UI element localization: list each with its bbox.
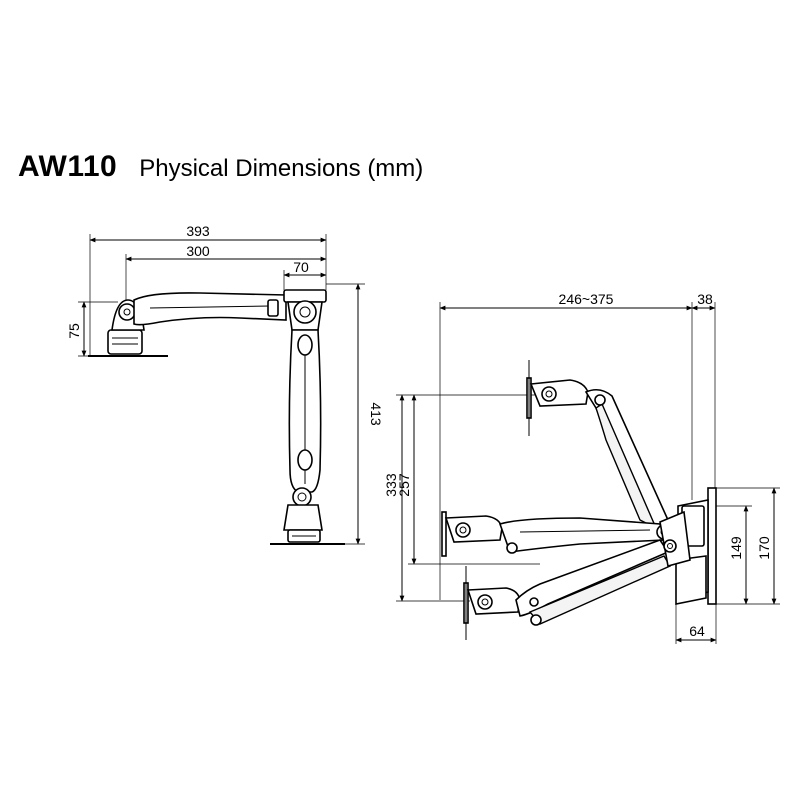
dim-label-64: 64 (689, 623, 705, 639)
dim-label-170: 170 (756, 536, 772, 560)
dim-label-75: 75 (66, 323, 82, 339)
arm-position-upper (526, 360, 670, 530)
page-subtitle: Physical Dimensions (mm) (139, 155, 424, 182)
dim-label-333: 333 (383, 473, 399, 497)
vesa-plate-middle (441, 511, 447, 557)
dim-label-257: 257 (396, 473, 412, 497)
title-row: AW110 Physical Dimensions (mm) (18, 150, 423, 184)
side-view: 246~375 38 333 257 149 170 64 (383, 291, 780, 644)
model-name: AW110 (18, 150, 118, 183)
top-joint (283, 289, 327, 331)
arm-clip (267, 299, 279, 317)
front-view: 393 300 70 75 413 (66, 223, 384, 545)
arm-position-lower (463, 539, 672, 640)
pivot-joint (659, 510, 691, 568)
dim-label-413: 413 (368, 402, 384, 426)
dim-label-393: 393 (186, 223, 210, 239)
horizontal-arm (133, 292, 287, 326)
dim-label-149: 149 (728, 536, 744, 560)
dim-label-70: 70 (293, 259, 309, 275)
dim-label-300: 300 (186, 243, 210, 259)
arm-position-middle (441, 511, 672, 557)
dim-label-reach: 246~375 (559, 291, 614, 307)
clamp-base-bottom (283, 487, 323, 543)
dim-label-38: 38 (697, 291, 713, 307)
